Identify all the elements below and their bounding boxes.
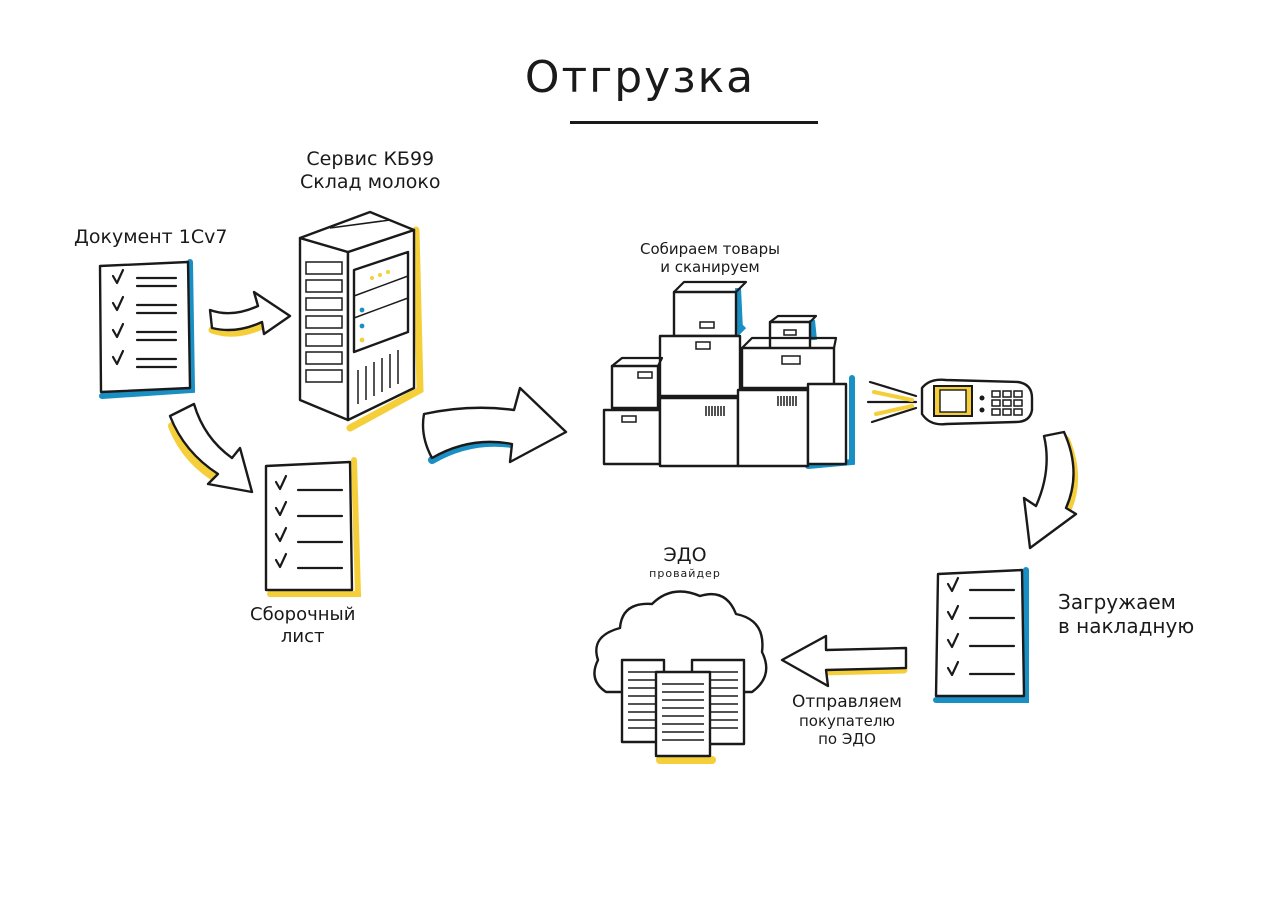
arrow-server-to-boxes-icon <box>421 386 568 464</box>
boxes-icon <box>602 280 855 469</box>
service-label-line1: Сервис КБ99 <box>306 148 435 170</box>
edo-label: ЭДО провайдер <box>640 544 730 580</box>
picking-sheet-label-line2: лист <box>280 625 325 647</box>
cloud-servers-icon <box>593 590 768 764</box>
service-label-line2: Склад молоко <box>300 170 441 193</box>
picking-sheet-label-line1: Сборочный <box>250 604 356 625</box>
page-title: Отгрузка <box>524 52 756 103</box>
send-label: Отправляем покупателю по ЭДО <box>792 692 902 748</box>
arrow-invoice-to-edo-icon <box>780 634 908 688</box>
collect-label-line2: и сканируем <box>660 258 760 276</box>
scan-rays-icon <box>866 380 918 424</box>
send-label-line3: по ЭДО <box>818 730 876 749</box>
arrow-doc-to-server-icon <box>208 290 292 337</box>
collect-label-line1: Собираем товары <box>640 240 780 258</box>
invoice-label: Загружаем в накладную <box>1058 590 1194 638</box>
title-underline <box>570 121 818 124</box>
edo-label-line2: провайдер <box>649 566 721 580</box>
arrow-doc-to-sheet-icon <box>168 402 254 494</box>
invoice-label-line2: в накладную <box>1058 614 1195 638</box>
invoice-label-line1: Загружаем <box>1058 590 1176 614</box>
server-rack-icon <box>298 210 424 432</box>
picking-sheet-icon <box>264 457 362 597</box>
arrow-scanner-to-invoice-icon <box>1022 430 1078 550</box>
invoice-document-icon <box>933 567 1029 703</box>
document-1cv7-icon <box>98 259 196 399</box>
send-label-line1: Отправляем <box>792 692 903 712</box>
edo-label-line1: ЭДО <box>663 544 707 566</box>
service-label: Сервис КБ99 Склад молоко <box>300 148 441 194</box>
document-label: Документ 1Cv7 <box>74 226 228 248</box>
send-label-line2: покупателю <box>798 712 896 731</box>
picking-sheet-label: Сборочный лист <box>250 604 355 647</box>
barcode-scanner-icon <box>920 378 1034 426</box>
collect-label: Собираем товары и сканируем <box>640 240 780 276</box>
